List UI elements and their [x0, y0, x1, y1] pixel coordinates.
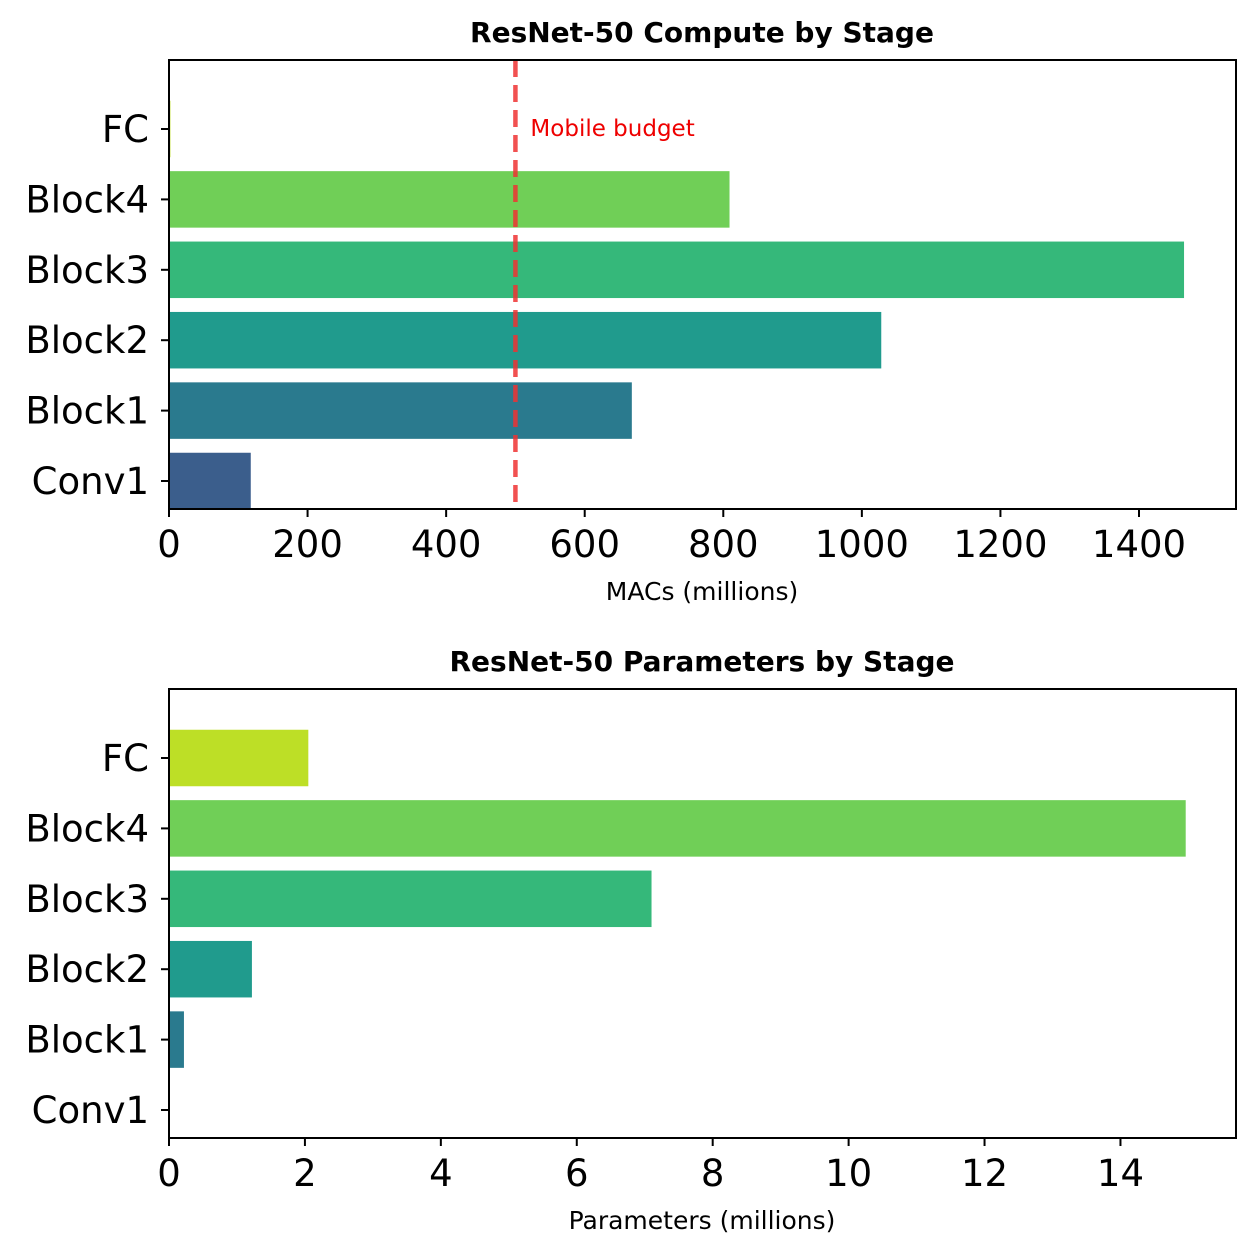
parameters-bar-fc — [169, 729, 309, 787]
parameters-plot-frame — [168, 688, 1237, 1139]
parameters-bars — [169, 729, 1186, 1139]
parameters-y-tick-label-block4: Block4 — [25, 807, 149, 850]
compute-x-axis: 0 200 400 600 800 1000 1200 1400 — [157, 509, 1186, 566]
compute-x-tick-label-0: 0 — [157, 523, 181, 566]
compute-y-axis: Conv1 Block1 Block2 Block3 Block4 FC — [25, 108, 169, 503]
parameters-y-tick-label-conv1: Conv1 — [32, 1089, 149, 1132]
parameters-x-tick-label-10: 10 — [825, 1152, 872, 1195]
parameters-chart-title: ResNet-50 Parameters by Stage — [449, 645, 954, 678]
compute-reference-line-group: Mobile budget — [513, 60, 695, 509]
compute-bar-conv1 — [169, 452, 251, 510]
parameters-x-axis: 0 2 4 6 8 10 12 14 — [157, 1138, 1144, 1195]
parameters-x-tick-label-6: 6 — [565, 1152, 589, 1195]
parameters-x-tick-label-0: 0 — [157, 1152, 181, 1195]
parameters-bar-block2 — [169, 940, 252, 998]
compute-y-tick-label-block2: Block2 — [25, 319, 149, 362]
compute-x-tick-label-1400: 1400 — [1092, 523, 1186, 566]
parameters-y-tick-label-block2: Block2 — [25, 948, 149, 991]
compute-x-tick-label-600: 600 — [549, 523, 620, 566]
parameters-x-tick-label-4: 4 — [429, 1152, 453, 1195]
parameters-chart: ResNet-50 Parameters by Stage Conv1 Block… — [25, 645, 1237, 1235]
parameters-x-tick-label-14: 14 — [1097, 1152, 1144, 1195]
compute-x-tick-label-1200: 1200 — [953, 523, 1047, 566]
compute-y-tick-label-conv1: Conv1 — [32, 460, 149, 503]
compute-bar-block3 — [169, 241, 1185, 299]
compute-x-tick-label-800: 800 — [688, 523, 759, 566]
compute-x-axis-label: MACs (millions) — [606, 577, 798, 606]
parameters-y-tick-label-block3: Block3 — [25, 878, 149, 921]
compute-bar-block4 — [169, 171, 730, 228]
compute-bar-block2 — [169, 311, 882, 369]
compute-y-tick-label-block3: Block3 — [25, 249, 149, 292]
compute-chart: ResNet-50 Compute by Stage Mobile budget… — [25, 16, 1237, 606]
compute-bars — [169, 100, 1185, 510]
compute-x-tick-label-1000: 1000 — [815, 523, 909, 566]
compute-x-tick-label-200: 200 — [272, 523, 343, 566]
compute-y-tick-label-fc: FC — [102, 108, 149, 151]
parameters-x-tick-label-12: 12 — [961, 1152, 1008, 1195]
parameters-x-axis-label: Parameters (millions) — [569, 1206, 836, 1235]
compute-x-tick-label-400: 400 — [411, 523, 482, 566]
compute-reference-line-label: Mobile budget — [530, 116, 694, 142]
parameters-bar-block1 — [169, 1011, 184, 1068]
parameters-y-axis: Conv1 Block1 Block2 Block3 Block4 FC — [25, 737, 169, 1132]
compute-plot-frame — [168, 59, 1237, 510]
parameters-y-tick-label-block1: Block1 — [25, 1019, 149, 1062]
parameters-y-tick-label-fc: FC — [102, 737, 149, 780]
compute-chart-title: ResNet-50 Compute by Stage — [470, 16, 934, 49]
compute-y-tick-label-block4: Block4 — [25, 178, 149, 221]
parameters-bar-block4 — [169, 800, 1186, 857]
parameters-x-tick-label-2: 2 — [293, 1152, 317, 1195]
compute-y-tick-label-block1: Block1 — [25, 390, 149, 433]
compute-bar-block1 — [169, 382, 632, 439]
parameters-x-tick-label-8: 8 — [701, 1152, 725, 1195]
parameters-bar-block3 — [169, 870, 652, 928]
